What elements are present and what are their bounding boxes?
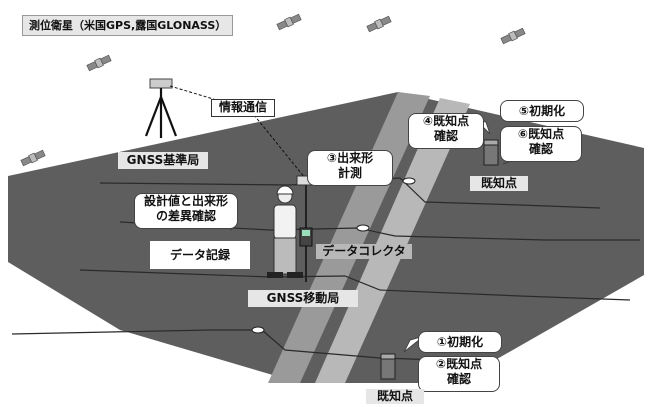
step2-line1: ②既知点 xyxy=(435,357,483,371)
satellite-icon xyxy=(20,13,526,167)
step4-line1: ④既知点 xyxy=(422,114,470,128)
step2-callout: ②既知点 確認 xyxy=(418,356,500,392)
step3-line2: 計測 xyxy=(337,166,362,180)
step3-callout: ③出来形 計測 xyxy=(307,150,393,186)
data-record-label: データ記録 xyxy=(150,241,250,269)
design-check-callout: 設計値と出来形 の差異確認 xyxy=(134,193,238,229)
known-point-label-top: 既知点 xyxy=(470,176,528,191)
step3-line1: ③出来形 xyxy=(326,151,374,165)
info-comm-link xyxy=(169,85,306,179)
page-title: 測位衛星（米国GPS,露国GLONASS） xyxy=(22,15,234,36)
step5-callout: ⑤初期化 xyxy=(500,100,584,122)
data-collector-label: データコレクタ xyxy=(316,244,412,259)
surveyor-icon xyxy=(267,175,316,282)
step4-callout: ④既知点 確認 xyxy=(408,113,484,149)
step6-line2: 確認 xyxy=(528,142,553,156)
step6-callout: ⑥既知点 確認 xyxy=(500,126,582,162)
known-point-marker-icon xyxy=(380,139,499,380)
info-comm-label: 情報通信 xyxy=(211,99,275,117)
survey-points xyxy=(251,177,416,334)
survey-lines xyxy=(11,177,640,361)
step6-line1: ⑥既知点 xyxy=(517,127,565,141)
step2-line2: 確認 xyxy=(446,372,471,386)
gnss-rover-label: GNSS移動局 xyxy=(248,290,358,307)
design-check-line1: 設計値と出来形 xyxy=(143,194,228,208)
step1-callout: ①初期化 xyxy=(418,331,502,353)
step4-line2: 確認 xyxy=(433,129,458,143)
gnss-base-label: GNSS基準局 xyxy=(118,152,208,169)
known-point-label-bottom: 既知点 xyxy=(366,389,424,404)
road-surface xyxy=(315,98,470,383)
design-check-line2: の差異確認 xyxy=(155,209,216,223)
tripod-antenna-icon xyxy=(144,78,178,138)
